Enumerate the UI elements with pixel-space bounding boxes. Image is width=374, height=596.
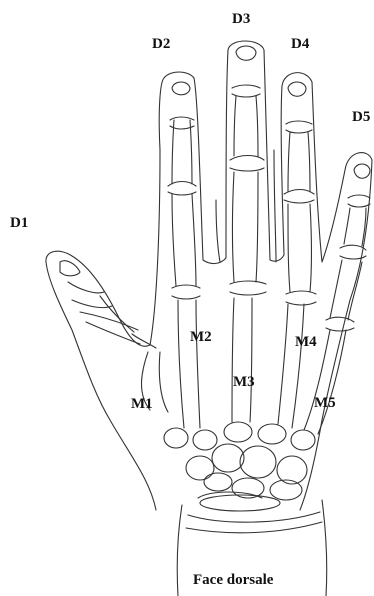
hand-outline (46, 41, 372, 510)
label-m2: M2 (190, 330, 212, 345)
metacarpal-bones (142, 298, 347, 434)
label-m5: M5 (314, 396, 336, 411)
phalanges-d2 (168, 82, 200, 299)
label-d4: D4 (291, 37, 309, 52)
cropped-top-text (0, 0, 374, 6)
label-d1: D1 (10, 216, 28, 231)
label-d5: D5 (352, 110, 370, 125)
figure-caption: Face dorsale (193, 573, 273, 588)
label-m1: M1 (131, 397, 153, 412)
carpal-bones (164, 422, 315, 500)
label-m3: M3 (233, 375, 255, 390)
label-m4: M4 (295, 335, 317, 350)
label-d2: D2 (152, 37, 170, 52)
label-d3: D3 (232, 12, 250, 27)
phalanges-d4 (284, 82, 316, 305)
phalanges-d3 (230, 46, 266, 295)
